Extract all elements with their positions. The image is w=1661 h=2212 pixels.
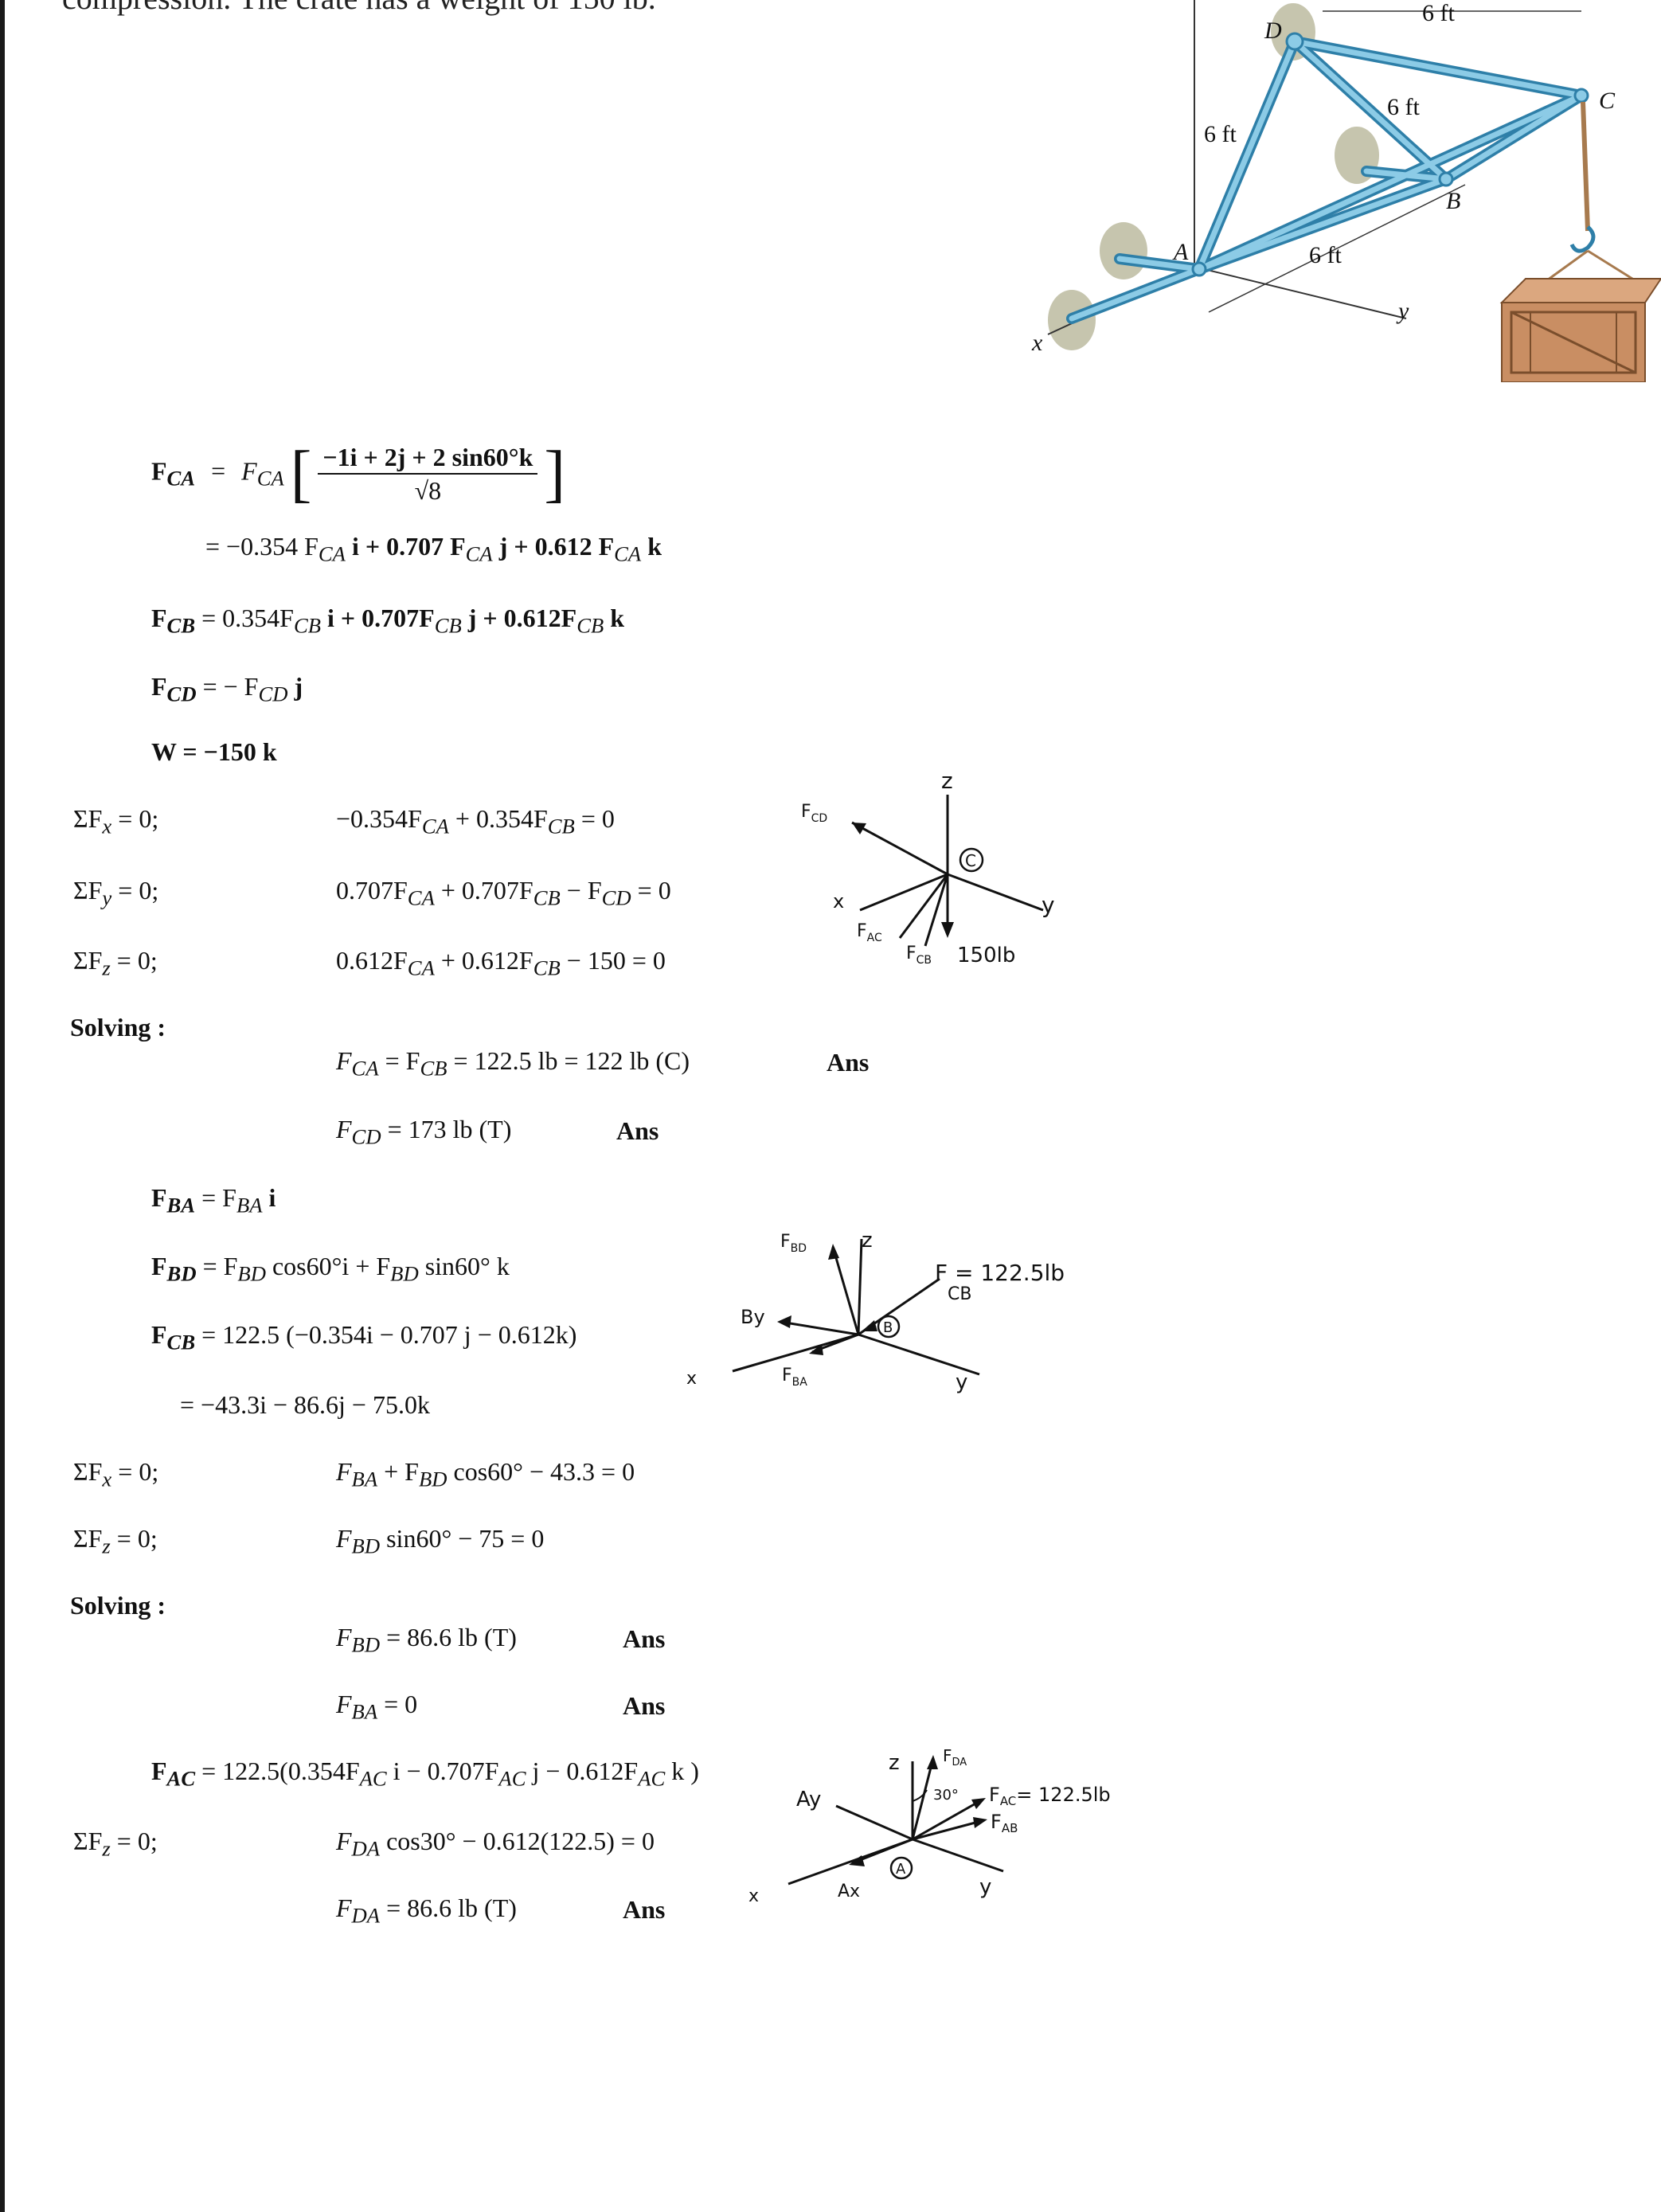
eq-fca-line2: = −0.354 FCA i + 0.707 FCA j + 0.612 FCA… xyxy=(205,532,662,566)
sk1-fac: FAC xyxy=(857,921,882,944)
eq-fcb-2: FCB = 122.5 (−0.354i − 0.707 j − 0.612k) xyxy=(151,1320,577,1354)
eq-sum-y-label: ΣFy = 0; xyxy=(73,876,159,910)
eq2-sum-z-label: ΣFz = 0; xyxy=(73,1524,158,1558)
dim-dc-label: 6 ft xyxy=(1387,94,1420,120)
hook-icon xyxy=(1569,225,1596,253)
axis-y-label: y xyxy=(1396,298,1409,324)
result-fda: FDA = 86.6 lb (T) xyxy=(336,1893,517,1928)
intro-text: compression. The crate has a weight of 1… xyxy=(62,0,656,17)
sk1-fcd: FCD xyxy=(801,802,827,825)
ans-4: Ans xyxy=(623,1691,666,1720)
sk2-z: z xyxy=(862,1229,873,1253)
dim-ab-label: 6 ft xyxy=(1309,242,1342,268)
rope xyxy=(1581,101,1590,232)
sk3-angle: 30° xyxy=(933,1787,959,1804)
eq-weight: W = −150 k xyxy=(151,737,277,766)
eq-sum-x-label: ΣFx = 0; xyxy=(73,804,159,838)
label-b: B xyxy=(1446,188,1460,214)
sk1-c: C xyxy=(965,851,976,870)
eq-sum-x: −0.354FCA + 0.354FCB = 0 xyxy=(336,804,615,838)
sk2-b: B xyxy=(883,1319,893,1336)
sk3-z: z xyxy=(889,1751,900,1775)
label-d: D xyxy=(1264,18,1282,44)
sk1-x: x xyxy=(833,890,844,913)
joint-c xyxy=(1573,88,1589,104)
page-left-border xyxy=(0,0,5,2212)
fca-fraction: −1i + 2j + 2 sin60°k √8 xyxy=(318,441,538,506)
eq2-sum-x: FBA + FBD cos60° − 43.3 = 0 xyxy=(336,1457,635,1491)
sk2-y: y xyxy=(956,1370,967,1394)
joint-d xyxy=(1285,32,1304,51)
sk3-x: x xyxy=(748,1886,759,1906)
dim-line-ab xyxy=(1208,184,1466,313)
ans-2: Ans xyxy=(616,1116,659,1145)
result-fcd: FCD = 173 lb (T) xyxy=(336,1115,512,1149)
eq-fcb: FCB = 0.354FCB i + 0.707FCB j + 0.612FCB… xyxy=(151,604,625,638)
eq2-sum-z: FBD sin60° − 75 = 0 xyxy=(336,1524,545,1558)
dim-ad-label: 6 ft xyxy=(1204,121,1237,147)
dim-top-label: 6 ft xyxy=(1422,0,1455,26)
axis-x-label: x xyxy=(1031,330,1043,356)
solving-label-1: Solving : xyxy=(70,1013,166,1042)
sk2-fbd: FBD xyxy=(780,1232,807,1255)
eq-fcb-2-line2: = −43.3i − 86.6j − 75.0k xyxy=(180,1390,430,1419)
sk1-fcb: FCB xyxy=(906,944,932,967)
sk2-f-sub: CB xyxy=(948,1284,971,1304)
crate-icon xyxy=(1499,278,1661,382)
truss-members-highlight xyxy=(1069,38,1585,322)
sk3-fac: FAC= 122.5lb xyxy=(989,1784,1111,1808)
eq-fcd: FCD = − FCD j xyxy=(151,672,303,706)
bracket-left: [ xyxy=(290,439,312,509)
joint-a xyxy=(1191,261,1207,277)
y-axis-line xyxy=(1194,266,1407,319)
sk1-z: z xyxy=(941,771,953,794)
sk3-ay: Ay xyxy=(796,1788,821,1811)
eq-sum-z: 0.612FCA + 0.612FCB − 150 = 0 xyxy=(336,946,666,980)
eq-sum-y: 0.707FCA + 0.707FCB − FCD = 0 xyxy=(336,876,671,910)
eq2-sum-x-label: ΣFx = 0; xyxy=(73,1457,159,1491)
eq-fba: FBA = FBA i xyxy=(151,1183,276,1217)
sk3-fab: FAB xyxy=(991,1811,1018,1835)
result-fca-fcb: FCA = FCB = 122.5 lb = 122 lb (C) xyxy=(336,1046,690,1081)
sk3-fda: FDA xyxy=(943,1746,967,1768)
sk3-ax: Ax xyxy=(838,1882,860,1901)
eq3-sum-z-label: ΣFz = 0; xyxy=(73,1827,158,1861)
ans-3: Ans xyxy=(623,1624,666,1653)
sk1-w: 150lb xyxy=(957,944,1015,967)
result-fbd: FBD = 86.6 lb (T) xyxy=(336,1623,517,1657)
sk3-a: A xyxy=(896,1861,906,1878)
sk2-x: x xyxy=(686,1369,697,1389)
fbd-sketch-joint-a: A z FDA 30° FAC= 122.5lb FAB Ay x Ax y xyxy=(748,1746,1111,1906)
ans-5: Ans xyxy=(623,1895,666,1924)
sk1-y: y xyxy=(1042,892,1055,918)
ans-1: Ans xyxy=(827,1048,870,1077)
solving-label-2: Solving : xyxy=(70,1591,166,1620)
fbd-sketch-joint-b: B FBD z By x FBA y F = 122.5lb CB xyxy=(686,1229,1065,1394)
eq3-sum-z: FDA cos30° − 0.612(122.5) = 0 xyxy=(336,1827,655,1861)
label-c: C xyxy=(1599,88,1616,114)
eq-fbd: FBD = FBD cos60°i + FBD sin60° k xyxy=(151,1252,510,1286)
sk2-by: By xyxy=(741,1306,765,1328)
bracket-right: ] xyxy=(544,439,566,509)
eq-sum-z-label: ΣFz = 0; xyxy=(73,946,158,980)
truss-figure: 6 ft 6 ft 6 ft 6 ft y x xyxy=(1031,0,1661,382)
sk2-f-label: F = 122.5lb xyxy=(935,1260,1065,1286)
fbd-sketch-joint-c: C z y x FCD FAC FCB 150lb xyxy=(801,771,1055,967)
result-fba: FBA = 0 xyxy=(336,1690,418,1724)
eq-fac: FAC = 122.5(0.354FAC i − 0.707FAC j − 0.… xyxy=(151,1757,699,1791)
eq-fca: FCA = FCA [ −1i + 2j + 2 sin60°k √8 ] xyxy=(151,439,566,509)
joint-b xyxy=(1438,171,1454,187)
sk2-fba: FBA xyxy=(782,1366,807,1389)
support-shadow-a xyxy=(1100,222,1147,279)
label-a: A xyxy=(1172,239,1189,265)
sk3-y: y xyxy=(979,1875,991,1899)
